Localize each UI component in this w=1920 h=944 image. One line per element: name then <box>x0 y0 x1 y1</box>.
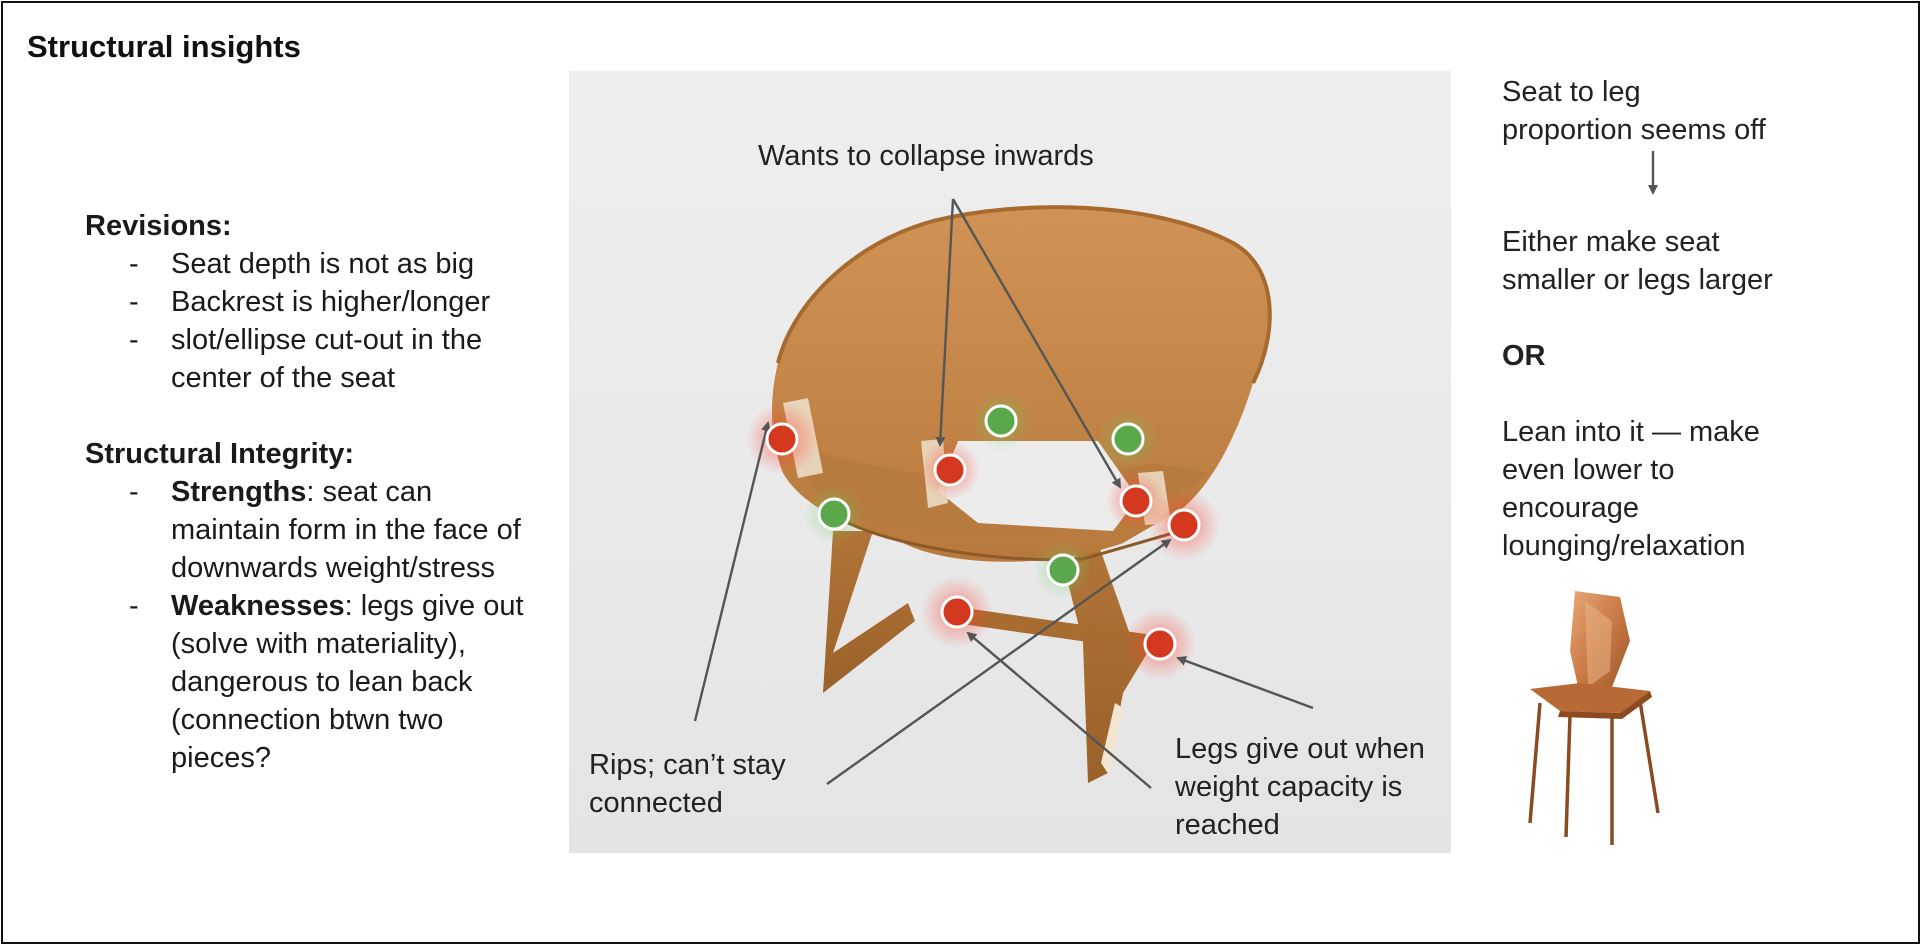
weaknesses-term: Weaknesses <box>171 590 345 622</box>
list-item: slot/ellipse cut-out in the center of th… <box>85 321 545 397</box>
copper-chair-image <box>1528 591 1660 845</box>
revisions-list: Seat depth is not as big Backrest is hig… <box>85 245 545 397</box>
option-line: lounging/relaxation <box>1502 530 1746 562</box>
option-lower: Lean into it — make even lower to encour… <box>1502 413 1832 565</box>
strengths-text: : seat can maintain form in the face of … <box>171 476 521 584</box>
page-title: Structural insights <box>27 29 301 64</box>
legs-annotation: Legs give out when weight capacity is re… <box>1175 730 1475 844</box>
option-line: encourage <box>1502 492 1640 524</box>
leg-tape <box>1101 703 1123 775</box>
weak-point-marker <box>933 453 967 487</box>
legs-annotation-line: Legs give out when <box>1175 733 1425 765</box>
chair-diagram <box>693 151 1658 789</box>
list-item: Seat depth is not as big <box>85 245 545 283</box>
option-line: even lower to <box>1502 454 1675 486</box>
strengths-term: Strengths <box>171 476 307 508</box>
option-line: smaller or legs larger <box>1502 264 1773 296</box>
left-leg <box>823 531 915 693</box>
collapse-arrow-left <box>935 198 955 447</box>
rips-arrow-right <box>826 538 1172 785</box>
legs-arrow-right <box>1176 656 1314 710</box>
collapse-annotation: Wants to collapse inwards <box>758 140 1094 172</box>
rips-annotation-line: Rips; can’t stay <box>589 749 786 781</box>
list-item: Backrest is higher/longer <box>85 283 545 321</box>
weak-point-marker <box>765 422 799 456</box>
annotation-arrows <box>693 151 1658 789</box>
strong-point-marker <box>1111 422 1145 456</box>
observation-line: proportion seems off <box>1502 114 1766 146</box>
strong-point-marker <box>817 497 851 531</box>
weak-point-marker <box>1143 627 1177 661</box>
legs-arrow-left <box>966 631 1152 789</box>
strong-point-marker <box>1046 553 1080 587</box>
notes-panel: Revisions: Seat depth is not as big Back… <box>85 207 545 777</box>
rips-annotation-line: connected <box>589 787 723 819</box>
option-resize: Either make seat smaller or legs larger <box>1502 223 1832 299</box>
rips-arrow-left <box>693 421 771 722</box>
legs-annotation-line: reached <box>1175 809 1280 841</box>
rips-annotation: Rips; can’t stay connected <box>589 746 839 822</box>
seat-cutout <box>938 441 1138 531</box>
proportion-observation: Seat to leg proportion seems off <box>1502 73 1832 149</box>
strengths-item: Strengths: seat can maintain form in the… <box>85 473 545 587</box>
legs-annotation-line: weight capacity is <box>1175 771 1403 803</box>
strong-point-marker <box>984 404 1018 438</box>
weaknesses-item: Weaknesses: legs give out (solve with ma… <box>85 587 545 777</box>
shell-rim <box>776 205 1272 384</box>
option-line: Either make seat <box>1502 226 1720 258</box>
front-crossbar <box>955 607 1153 651</box>
observation-line: Seat to leg <box>1502 76 1641 108</box>
option-line: Lean into it — make <box>1502 416 1760 448</box>
integrity-list: Strengths: seat can maintain form in the… <box>85 473 545 777</box>
integrity-heading: Structural Integrity: <box>85 438 355 470</box>
strong-markers <box>817 404 1145 587</box>
or-label: OR <box>1502 340 1546 372</box>
revisions-heading: Revisions: <box>85 210 232 242</box>
right-leg <box>1063 543 1158 783</box>
weaknesses-text: : legs give out (solve with materiality)… <box>171 590 524 774</box>
weak-markers <box>765 422 1201 661</box>
weak-point-marker <box>1119 484 1153 518</box>
weak-point-marker <box>1167 508 1201 542</box>
collapse-arrow-right <box>951 198 1122 489</box>
weak-point-marker <box>940 595 974 629</box>
